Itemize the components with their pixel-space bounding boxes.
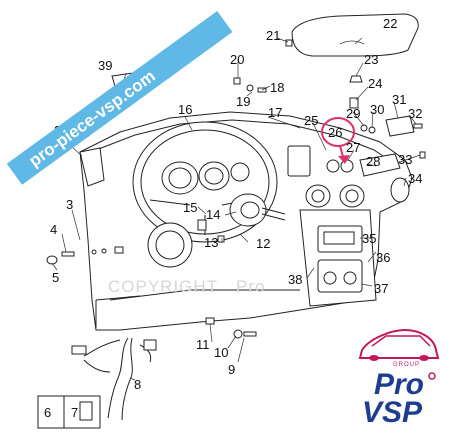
part-label-24: 24 xyxy=(368,76,382,91)
glove-box-lid xyxy=(291,13,419,57)
part-label-23: 23 xyxy=(364,52,378,67)
part-label-29: 29 xyxy=(346,106,360,121)
part-label-5: 5 xyxy=(52,270,59,285)
part-label-28: 28 xyxy=(366,154,380,169)
logo-brand-top: Pro xyxy=(374,368,424,401)
part-label-17: 17 xyxy=(268,105,282,120)
part-label-9: 9 xyxy=(228,362,235,377)
part-label-34: 34 xyxy=(408,171,422,186)
part-label-3: 3 xyxy=(66,197,73,212)
part-label-22: 22 xyxy=(383,16,397,31)
part-label-15: 15 xyxy=(183,200,197,215)
highlight-part-26 xyxy=(321,117,355,164)
part-label-38: 38 xyxy=(288,272,302,287)
part-label-11: 11 xyxy=(196,337,210,352)
part-label-26: 26 xyxy=(328,125,342,140)
part-label-18: 18 xyxy=(270,80,284,95)
part-label-4: 4 xyxy=(50,222,57,237)
part-label-32: 32 xyxy=(408,106,422,121)
part-label-16: 16 xyxy=(178,102,192,117)
car-outline-icon xyxy=(358,328,440,359)
copyright-watermark-suffix: Pro xyxy=(236,277,265,296)
part-label-27: 27 xyxy=(346,140,360,155)
wiring-harness xyxy=(71,337,157,421)
leader-lines xyxy=(51,37,421,381)
part-label-7: 7 xyxy=(71,405,78,420)
logo-group-label: GROUP xyxy=(393,362,420,368)
part-label-19: 19 xyxy=(236,94,250,109)
dashboard-body xyxy=(79,111,413,331)
part-label-33: 33 xyxy=(398,152,412,167)
part-label-35: 35 xyxy=(362,231,376,246)
part-label-20: 20 xyxy=(230,52,244,67)
part-label-31: 31 xyxy=(392,92,406,107)
part-label-21: 21 xyxy=(266,28,280,43)
part-label-12: 12 xyxy=(256,236,270,251)
copyright-watermark: COPYRIGHT xyxy=(108,277,218,296)
part-label-30: 30 xyxy=(370,102,384,117)
part-label-13: 13 xyxy=(204,235,218,250)
fasteners xyxy=(46,39,426,339)
part-label-25: 25 xyxy=(304,113,318,128)
part-label-14: 14 xyxy=(206,207,220,222)
part-label-8: 8 xyxy=(134,377,141,392)
brand-logo: GROUP Pro VSP xyxy=(358,328,440,429)
part-label-36: 36 xyxy=(376,250,390,265)
part-label-37: 37 xyxy=(374,281,388,296)
part-label-6: 6 xyxy=(44,405,51,420)
part-label-39: 39 xyxy=(98,58,112,73)
logo-brand-bottom: VSP xyxy=(362,396,423,429)
part-label-10: 10 xyxy=(214,345,228,360)
